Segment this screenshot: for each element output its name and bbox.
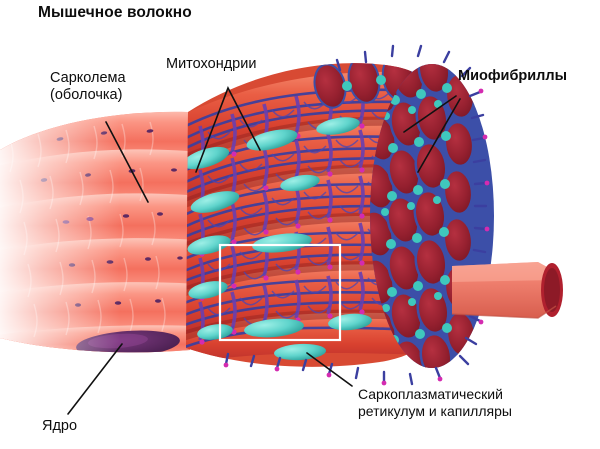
mitochondria [186,117,372,361]
cutface-bristles [224,44,488,386]
leader-lines [67,86,461,415]
label-sarcolemma: Сарколема (оболочка) [50,70,126,104]
label-nucleus: Ядро [42,418,78,434]
label-mitochondria: Митохондрии [166,56,257,72]
sarcolemma-sheath [0,111,190,353]
label-myofibrils: Миофибриллы [458,68,567,84]
label-sarcoplasmic-reticulum: Саркоплазматический ретикулум и капилляр… [358,386,512,419]
leader-sarcoplasmic-reticulum [306,352,353,387]
callout-box [218,243,342,342]
leader-myofibrils-1 [403,95,457,133]
leader-mitochondria [195,86,261,173]
leader-sarcolemma [105,121,149,203]
cutface-junctions [381,83,452,345]
leader-nucleus [67,343,123,415]
leader-myofibrils-2 [417,98,461,173]
protruding-myofibril [451,262,563,319]
page-title: Мышечное волокно [38,4,192,21]
